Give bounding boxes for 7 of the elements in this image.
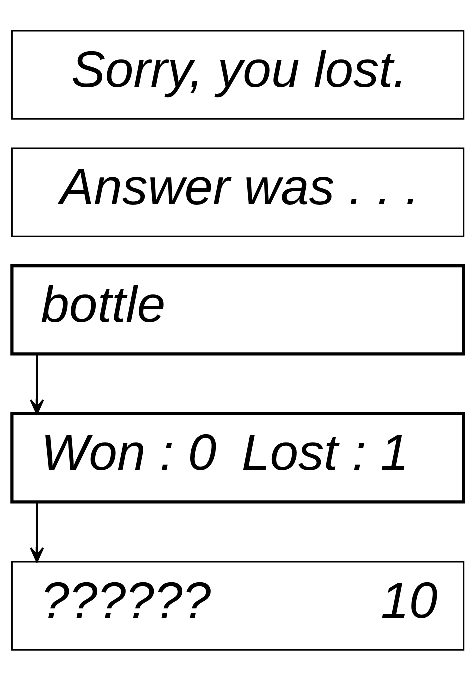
arrow [30,502,44,563]
node-box: bottle [10,264,466,356]
node-box: Won : 0 Lost : 1 [10,412,466,504]
node-box: Sorry, you lost. [11,30,465,120]
node-box: ?????? 10 [11,561,465,651]
node-box: Answer was . . . [11,148,465,238]
arrow [30,354,44,415]
